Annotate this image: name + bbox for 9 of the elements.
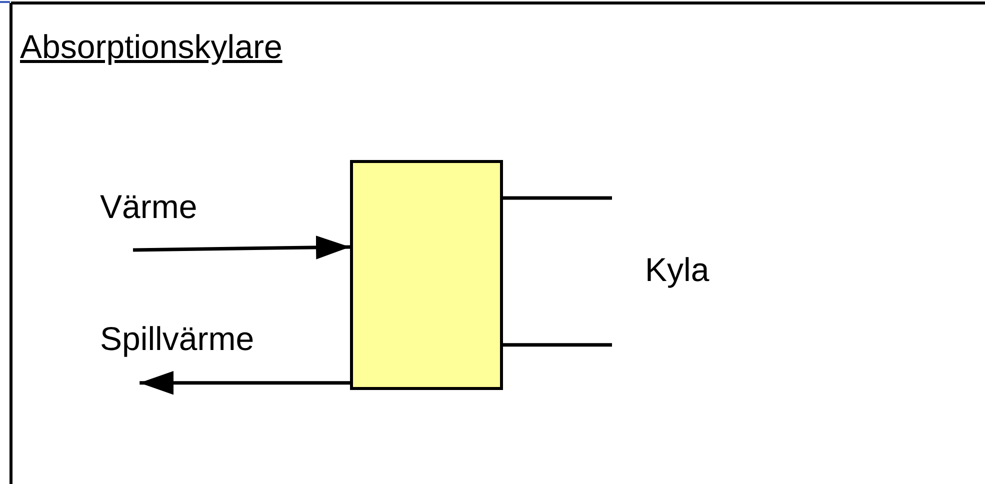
node-label: Värme bbox=[100, 188, 198, 226]
arrow bbox=[140, 370, 350, 395]
title: Absorptionskylare bbox=[20, 28, 282, 66]
line bbox=[503, 196, 612, 200]
node-label: Kyla bbox=[645, 251, 710, 289]
process-box bbox=[350, 160, 503, 390]
node-label: Spillvärme bbox=[100, 320, 254, 358]
arrow bbox=[132, 236, 350, 260]
line bbox=[503, 343, 612, 347]
